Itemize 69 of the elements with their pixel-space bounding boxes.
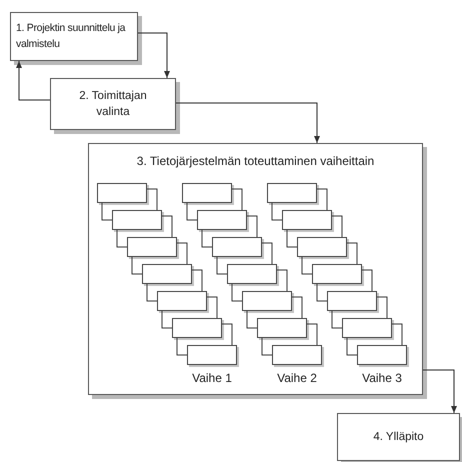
connector-line: [186, 202, 198, 220]
connector-line: [132, 256, 142, 274]
connector-line: [346, 338, 358, 356]
task-box: [142, 264, 192, 284]
box-label: 4. Ylläpito: [372, 430, 425, 445]
task-box: [257, 318, 307, 338]
task-box: [297, 237, 347, 257]
connector-line: [246, 310, 258, 328]
connector-line: [316, 284, 328, 302]
task-box: [182, 183, 232, 203]
arrow: [422, 370, 457, 414]
connector-line: [192, 270, 202, 292]
connector-line: [332, 216, 342, 238]
task-box: [172, 318, 222, 338]
connector-line: [246, 216, 258, 238]
column-label: Vaihe 1: [192, 370, 232, 387]
task-box: [267, 183, 317, 203]
container-title: 3. Tietojärjestelmän toteuttaminen vaiheittain: [136, 153, 376, 170]
connector-line: [272, 202, 282, 220]
process-box: [337, 413, 460, 461]
task-box: [212, 237, 262, 257]
connector-line: [286, 230, 298, 248]
connector-line: [176, 242, 188, 264]
task-box: [342, 318, 392, 338]
column-label: Vaihe 3: [362, 370, 402, 387]
connector-line: [316, 188, 328, 210]
connector-line: [162, 216, 172, 238]
connector-line: [146, 284, 158, 302]
box-label: 2. Toimittajan valinta: [78, 89, 148, 120]
box-label: 1. Projektin suunnittelu ja valmistelu: [16, 21, 126, 52]
task-box: [197, 210, 247, 230]
task-box: [127, 237, 177, 257]
connector-line: [346, 242, 358, 264]
arrow: [176, 102, 320, 144]
arrow: [138, 32, 170, 78]
connector-line: [176, 338, 188, 356]
connector-line: [146, 188, 158, 210]
task-box: [282, 210, 332, 230]
connector-line: [262, 242, 272, 264]
task-box: [112, 210, 162, 230]
task-box: [357, 345, 407, 365]
connector-line: [332, 310, 342, 328]
task-box: [227, 264, 277, 284]
connector-line: [206, 296, 218, 318]
connector-line: [202, 230, 212, 248]
task-box: [157, 291, 207, 311]
connector-line: [162, 310, 172, 328]
task-box: [327, 291, 377, 311]
column-label: Vaihe 2: [277, 370, 317, 387]
task-box: [187, 345, 237, 365]
connector-line: [302, 256, 312, 274]
connector-line: [222, 324, 232, 346]
connector-line: [102, 202, 112, 220]
arrow: [16, 60, 50, 100]
connector-line: [376, 296, 388, 318]
task-box: [242, 291, 292, 311]
task-box: [97, 183, 147, 203]
connector-line: [232, 188, 242, 210]
connector-line: [392, 324, 402, 346]
connector-line: [362, 270, 372, 292]
connector-line: [262, 338, 272, 356]
connector-line: [292, 296, 302, 318]
connector-line: [306, 324, 318, 346]
task-box: [312, 264, 362, 284]
task-box: [272, 345, 322, 365]
connector-line: [232, 284, 242, 302]
connector-line: [116, 230, 128, 248]
connector-line: [216, 256, 228, 274]
connector-line: [276, 270, 288, 292]
